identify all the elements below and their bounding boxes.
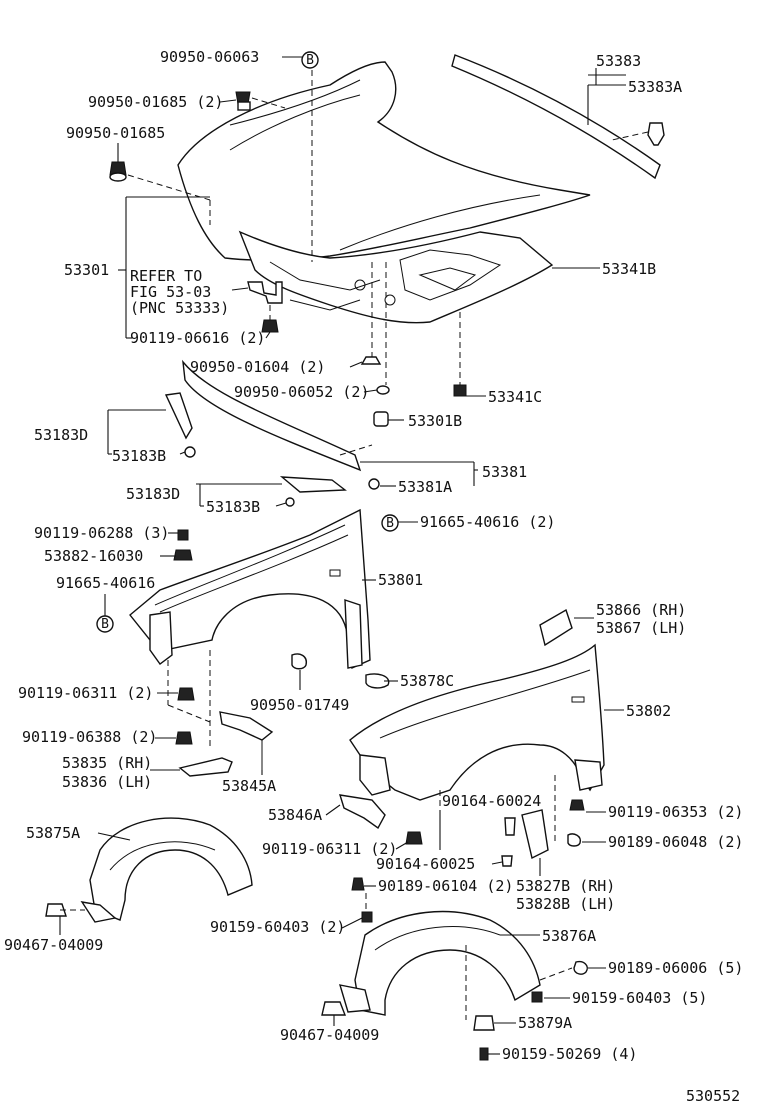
marker-b-3: B: [96, 615, 114, 633]
label-53876A: 53876A: [542, 927, 596, 945]
label-90119-06616-2: 90119-06616 (2): [130, 329, 265, 347]
label-90467-04009-left: 90467-04009: [4, 936, 103, 954]
hood-inner-panel: [238, 230, 554, 324]
label-90119-06353-2: 90119-06353 (2): [608, 803, 743, 821]
leader-lines: [59, 56, 626, 1055]
fender-liner-rh: [321, 877, 588, 1061]
label-90950-01685-2: 90950-01685 (2): [88, 93, 223, 111]
label-53878C: 53878C: [400, 672, 454, 690]
callout-labels: 90950-06063 53383 53383A 90950-01685 (2)…: [4, 48, 743, 1105]
label-53882-16030: 53882-16030: [44, 547, 143, 565]
label-90164-60024: 90164-60024: [442, 792, 541, 810]
label-53836-lh: 53836 (LH): [62, 773, 152, 791]
fender-brackets-lh: [178, 711, 274, 777]
label-53183B-upper: 53183B: [112, 447, 166, 465]
marker-b-2: B: [381, 514, 399, 532]
label-90189-06048-2: 90189-06048 (2): [608, 833, 743, 851]
svg-text:B: B: [101, 617, 109, 632]
label-91665-40616-2: 91665-40616 (2): [420, 513, 555, 531]
label-90950-01604-2: 90950-01604 (2): [190, 358, 325, 376]
hood-weatherstrip: [451, 54, 661, 180]
label-90950-06052-2: 90950-06052 (2): [234, 383, 369, 401]
label-90467-04009-bottom: 90467-04009: [280, 1026, 379, 1044]
label-90159-60403-2: 90159-60403 (2): [210, 918, 345, 936]
front-seal-53381: [164, 359, 380, 507]
label-53802: 53802: [626, 702, 671, 720]
label-90189-06104-2: 90189-06104 (2): [378, 877, 513, 895]
label-90950-06063: 90950-06063: [160, 48, 259, 66]
hood-stop-parts: [360, 262, 467, 427]
label-53867-lh: 53867 (LH): [596, 619, 686, 637]
label-90950-01685: 90950-01685: [66, 124, 165, 142]
label-53845A: 53845A: [222, 777, 276, 795]
label-53301B: 53301B: [408, 412, 462, 430]
label-53341B: 53341B: [602, 260, 656, 278]
label-91665-40616: 91665-40616: [56, 574, 155, 592]
label-53875A: 53875A: [26, 824, 80, 842]
label-90189-06006-5: 90189-06006 (5): [608, 959, 743, 977]
fender-fasteners-rh: [339, 775, 585, 867]
figure-number: 530552: [686, 1087, 740, 1105]
marker-b-1: B: [301, 51, 319, 69]
label-pnc-53333: (PNC 53333): [130, 299, 229, 317]
label-90119-06311-2-lower: 90119-06311 (2): [262, 840, 397, 858]
label-53866-rh: 53866 (RH): [596, 601, 686, 619]
label-53183D-upper: 53183D: [34, 426, 88, 444]
fender-liner-lh: [45, 817, 253, 923]
label-90119-06288-3: 90119-06288 (3): [34, 524, 169, 542]
label-90950-01749: 90950-01749: [250, 696, 349, 714]
label-90119-06311-2-upper: 90119-06311 (2): [18, 684, 153, 702]
label-53183B-lower: 53183B: [206, 498, 260, 516]
label-53301: 53301: [64, 261, 109, 279]
label-90119-06388-2: 90119-06388 (2): [22, 728, 157, 746]
label-53381: 53381: [482, 463, 527, 481]
svg-text:B: B: [386, 516, 394, 531]
label-53827B-rh: 53827B (RH): [516, 877, 615, 895]
label-53879A: 53879A: [518, 1014, 572, 1032]
label-refer-to: REFER TO: [130, 267, 202, 285]
clip-53383A: [611, 122, 665, 146]
label-53835-rh: 53835 (RH): [62, 754, 152, 772]
label-53383: 53383: [596, 52, 641, 70]
label-53183D-lower: 53183D: [126, 485, 180, 503]
label-53846A: 53846A: [268, 806, 322, 824]
hood-fasteners: [109, 70, 313, 262]
label-53801: 53801: [378, 571, 423, 589]
fender-fasteners-lh: [167, 529, 390, 750]
svg-text:B: B: [306, 53, 314, 68]
label-90159-50269-4: 90159-50269 (4): [502, 1045, 637, 1063]
label-53828B-lh: 53828B (LH): [516, 895, 615, 913]
hinge-bracket: [247, 281, 283, 333]
front-fender-rh: [349, 608, 605, 801]
label-90164-60025: 90164-60025: [376, 855, 475, 873]
label-53383A: 53383A: [628, 78, 682, 96]
label-53381A: 53381A: [398, 478, 452, 496]
front-fender-lh: [129, 508, 371, 670]
label-53341C: 53341C: [488, 388, 542, 406]
label-90159-60403-5: 90159-60403 (5): [572, 989, 707, 1007]
label-fig-53-03: FIG 53-03: [130, 283, 211, 301]
